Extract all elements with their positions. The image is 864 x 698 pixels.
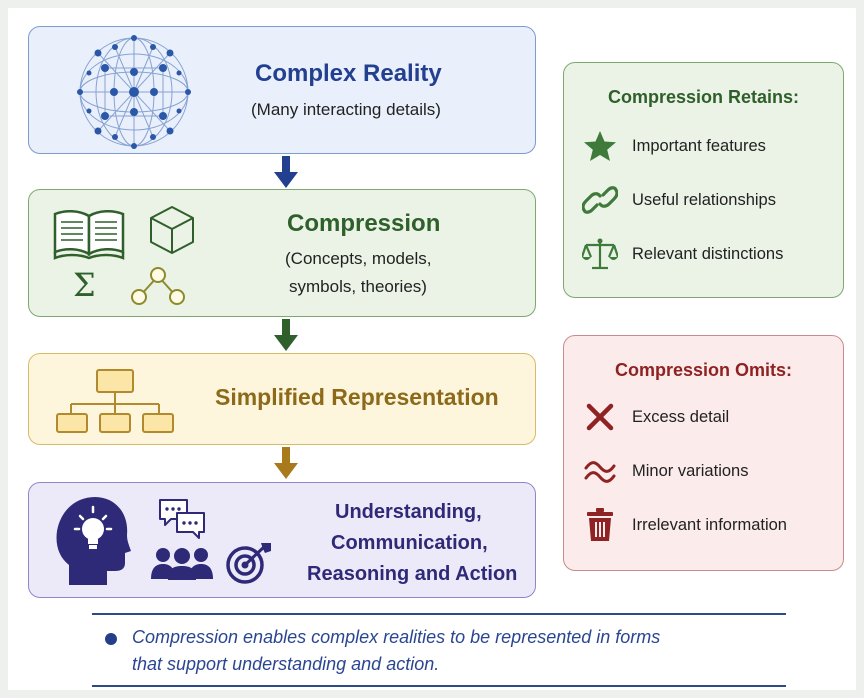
scales-icon — [580, 237, 620, 271]
trash-icon — [580, 508, 620, 542]
people-group-icon — [151, 548, 213, 580]
omits-item-label: Irrelevant information — [632, 515, 787, 534]
network-sphere-icon — [77, 35, 191, 149]
cube-icon — [150, 206, 194, 254]
retains-panel: Compression Retains: Important features … — [563, 62, 844, 298]
retains-item: Relevant distinctions — [580, 237, 783, 271]
footer-divider-top — [92, 613, 786, 615]
simplified-representation-title: Simplified Representation — [215, 384, 499, 410]
outcome-line3: Reasoning and Action — [307, 563, 518, 585]
outcome-line2: Communication, — [331, 532, 488, 554]
star-icon — [580, 129, 620, 163]
omits-panel: Compression Omits: Excess detail Minor v… — [563, 335, 844, 571]
compression-title: Compression — [287, 210, 441, 237]
compression-subtitle-line2: symbols, theories) — [289, 277, 427, 296]
sigma-icon: Σ — [73, 266, 96, 304]
arrow-down-3 — [274, 447, 298, 479]
retains-item-label: Important features — [632, 136, 766, 155]
omits-item: Irrelevant information — [580, 508, 787, 542]
arrow-down-1 — [274, 156, 298, 188]
retains-item-label: Useful relationships — [632, 190, 776, 209]
wave-icon — [580, 454, 620, 488]
retains-item: Useful relationships — [580, 183, 776, 217]
open-book-icon — [53, 210, 125, 260]
arrow-down-2 — [274, 319, 298, 351]
head-lightbulb-icon — [56, 497, 131, 585]
outcome-line1: Understanding, — [335, 501, 482, 523]
link-icon — [580, 183, 620, 217]
compression-subtitle-line1: (Concepts, models, — [285, 249, 432, 268]
x-icon — [580, 400, 620, 434]
complex-reality-box: Complex Reality (Many interacting detail… — [28, 26, 536, 154]
compression-box: Σ Compression (Concepts, models, symbols… — [28, 189, 536, 317]
diagram-canvas: Complex Reality (Many interacting detail… — [8, 8, 856, 690]
simplified-representation-box: Simplified Representation — [28, 353, 536, 445]
chat-bubbles-icon — [159, 499, 205, 539]
retains-title: Compression Retains: — [607, 87, 800, 107]
footer-divider-bottom — [92, 685, 786, 687]
hierarchy-icon — [56, 369, 174, 433]
complex-reality-title: Complex Reality — [255, 60, 442, 87]
footer-text-line2: that support understanding and action. — [132, 654, 440, 674]
omits-item-label: Minor variations — [632, 461, 749, 480]
footer-bullet — [105, 633, 117, 645]
complex-reality-subtitle: (Many interacting details) — [251, 100, 441, 119]
outcome-box: Understanding, Communication, Reasoning … — [28, 482, 536, 598]
omits-item: Excess detail — [580, 400, 729, 434]
footer-text-line1: Compression enables complex realities to… — [132, 627, 661, 647]
omits-item-label: Excess detail — [632, 407, 730, 426]
omits-title: Compression Omits: — [614, 360, 793, 380]
omits-item: Minor variations — [580, 454, 748, 488]
retains-item-label: Relevant distinctions — [632, 244, 784, 263]
target-icon — [226, 543, 271, 584]
retains-item: Important features — [580, 129, 766, 163]
node-graph-icon — [131, 267, 185, 305]
